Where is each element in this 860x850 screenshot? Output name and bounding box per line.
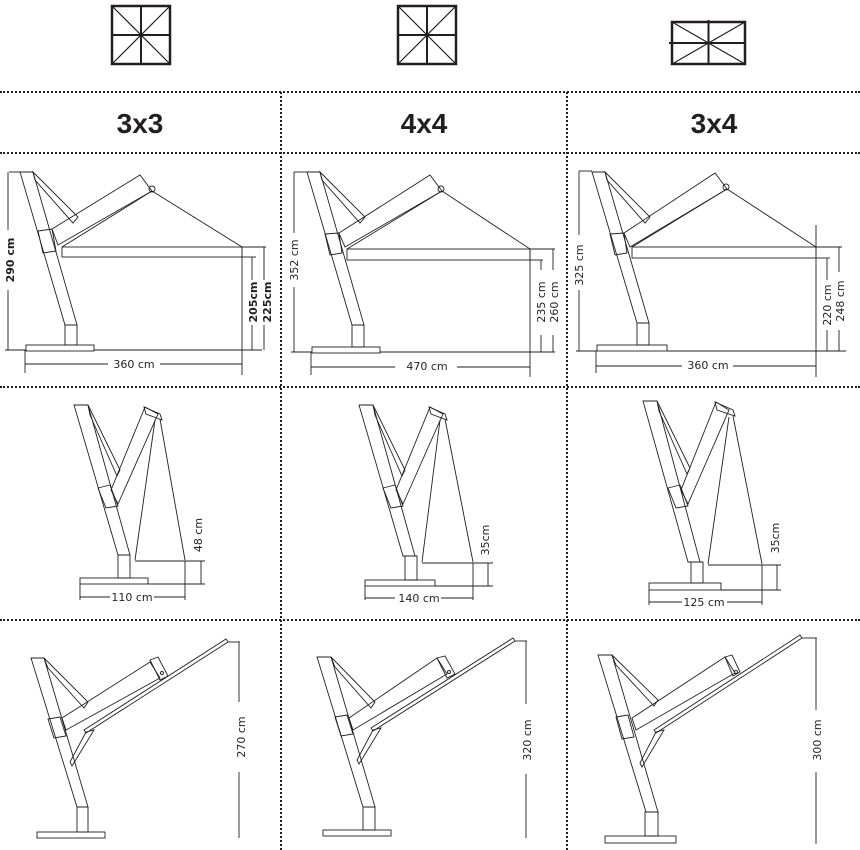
canopy-rectangle-3x4-icon: [669, 20, 747, 66]
base-width-label: 125 cm: [683, 596, 724, 609]
size-label-4x4: 4x4: [400, 108, 448, 139]
tilted-view-3x3: 270 cm: [30, 638, 248, 839]
grid-divider-top: [0, 91, 860, 93]
grid-divider-row1: [0, 386, 860, 388]
tilt-height-label: 300 cm: [811, 719, 824, 760]
canopy-square-3x3-icon: [110, 4, 172, 66]
tilted-view-4x4: 320 cm: [316, 637, 534, 838]
closed-view-4x4: 35cm 140 cm: [358, 404, 493, 605]
closed-view-3x3: 48 cm 110 cm: [73, 404, 205, 604]
tilt-height-label: 270 cm: [235, 716, 248, 757]
canopy-square-4x4-icon: [396, 4, 458, 66]
canopy-width-label: 360 cm: [687, 359, 728, 372]
clearance-high-label: 248 cm: [834, 280, 847, 321]
open-view-4x4: 352 cm 235 cm 260 cm 470 cm: [288, 170, 561, 377]
open-view-3x3: 290 cm 205cm 225cm 360 cm: [4, 170, 274, 375]
clearance-low-label: 235 cm: [535, 281, 548, 322]
clearance-low-label: 205cm: [247, 282, 260, 323]
clearance-high-label: 260 cm: [548, 281, 561, 322]
total-height-label: 325 cm: [573, 244, 586, 285]
tilted-view-3x4: 300 cm: [597, 634, 824, 844]
total-height-label: 290 cm: [4, 238, 17, 283]
drop-label: 48 cm: [192, 518, 205, 552]
canopy-icon-row: [0, 0, 860, 92]
base-width-label: 140 cm: [398, 592, 439, 605]
clearance-high-label: 225cm: [261, 282, 274, 323]
canopy-width-label: 470 cm: [406, 360, 447, 373]
tilt-height-label: 320 cm: [521, 719, 534, 760]
grid-divider-col1: [280, 92, 282, 850]
canopy-width-label: 360 cm: [113, 358, 154, 371]
open-view-3x4: 325 cm 220 cm 248 cm 360 cm: [573, 170, 847, 377]
base-width-label: 110 cm: [111, 591, 152, 604]
closed-view-3x4: 35cm 125 cm: [642, 400, 782, 609]
grid-divider-header: [0, 152, 860, 154]
grid-divider-row2: [0, 619, 860, 621]
clearance-low-label: 220 cm: [821, 284, 834, 325]
size-label-3x3: 3x3: [116, 108, 164, 139]
total-height-label: 352 cm: [288, 239, 301, 280]
drop-label: 35cm: [479, 525, 492, 556]
size-label-3x4: 3x4: [690, 108, 738, 139]
grid-divider-col2: [566, 92, 568, 850]
drop-label: 35cm: [769, 523, 782, 554]
